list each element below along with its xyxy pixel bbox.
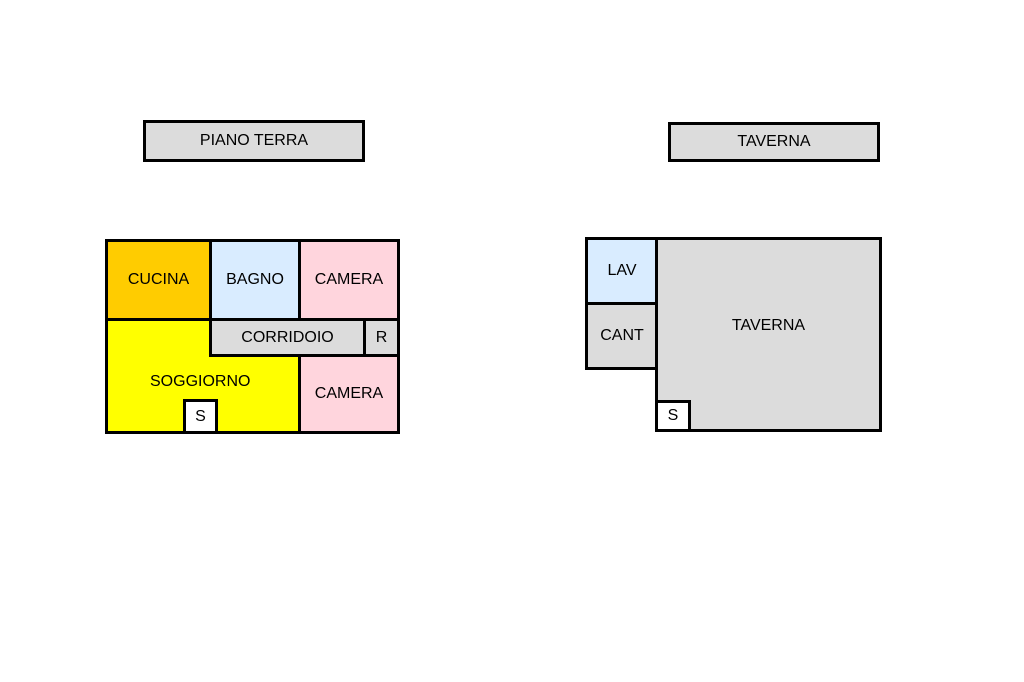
room-stairs-ground: S [183,399,218,434]
room-kitchen-label: CUCINA [127,271,190,288]
ground-floor-title-box: PIANO TERRA [143,120,365,162]
room-laundry: LAV [585,237,659,305]
room-storage: R [363,318,400,357]
room-storage-label: R [375,328,388,346]
room-corridor: CORRIDOIO [209,318,366,357]
room-bedroom-top-label: CAMERA [314,271,384,288]
room-bathroom: BAGNO [209,239,301,321]
basement-title-box: TAVERNA [668,122,880,162]
room-kitchen: CUCINA [105,239,212,321]
room-cellar: CANT [585,302,659,370]
room-bathroom-label: BAGNO [226,271,284,288]
basement-title: TAVERNA [737,133,811,150]
room-tavern: TAVERNA [655,237,882,432]
room-stairs-basement: S [655,400,691,432]
room-bedroom-top: CAMERA [298,239,400,321]
room-cellar-label: CANT [600,327,644,344]
room-laundry-label: LAV [607,262,637,279]
room-stairs-basement-label: S [667,407,679,424]
room-stairs-ground-label: S [195,407,206,425]
ground-floor-title: PIANO TERRA [199,132,309,149]
room-living-label: SOGGIORNO [150,373,251,390]
room-bedroom-bottom: CAMERA [298,354,400,434]
room-corridor-label: CORRIDOIO [241,328,334,346]
room-bedroom-bottom-label: CAMERA [314,385,384,402]
room-tavern-label: TAVERNA [731,317,806,334]
